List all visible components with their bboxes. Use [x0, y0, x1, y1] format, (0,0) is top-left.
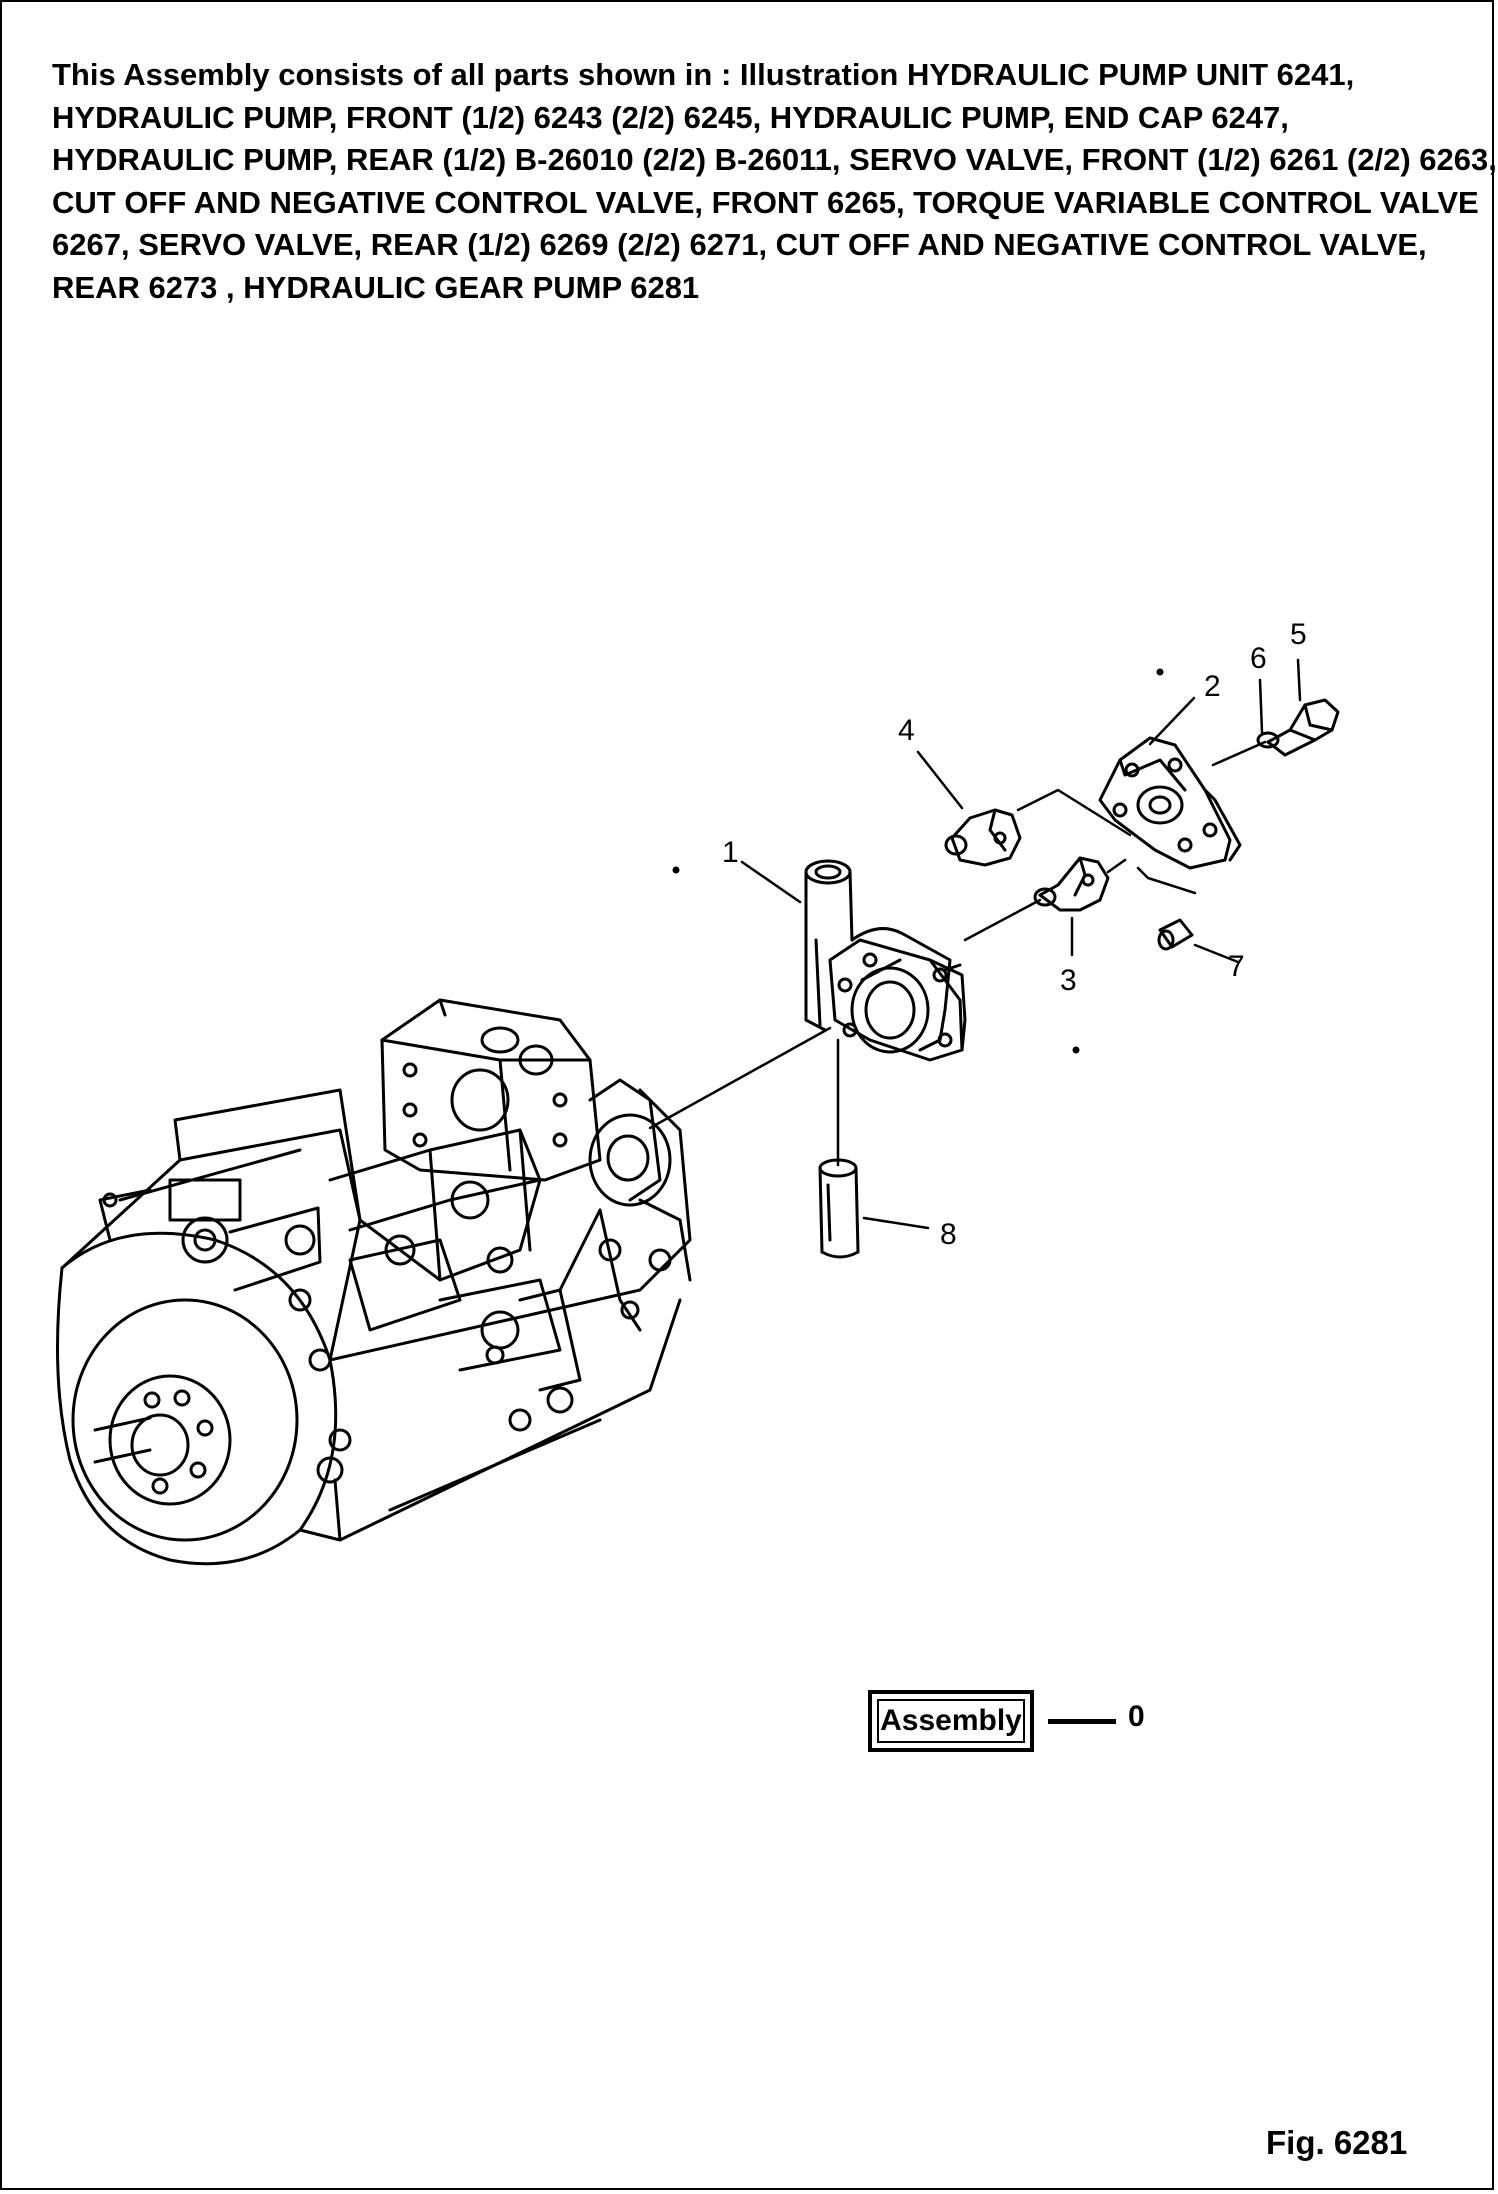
assembly-lines [648, 658, 1302, 1230]
stray-dot [1072, 1046, 1080, 1054]
part-8-sleeve [818, 1158, 860, 1259]
description-line-3: HYDRAULIC PUMP, REAR (1/2) B-26010 (2/2)… [52, 142, 1497, 177]
assembly-legend-number: 0 [1128, 1700, 1145, 1733]
assembly-legend-label: Assembly [877, 1699, 1025, 1743]
callout-4: 4 [898, 714, 915, 747]
part-5-bolt [1266, 698, 1340, 757]
description-line-1: This Assembly consists of all parts show… [52, 57, 1355, 92]
assembly-legend-leader [1048, 1719, 1116, 1724]
callout-7: 7 [1228, 950, 1245, 983]
callout-8: 8 [940, 1218, 957, 1251]
callout-3: 3 [1060, 964, 1077, 997]
part-6-washer [1256, 731, 1280, 749]
part-3-gear [1033, 856, 1110, 912]
stray-dot [672, 866, 680, 874]
callout-6: 6 [1250, 642, 1267, 675]
description-line-4: CUT OFF AND NEGATIVE CONTROL VALVE, FRON… [52, 184, 1479, 220]
part-7-pin [1157, 918, 1194, 951]
assembly-legend-box: Assembly [868, 1690, 1034, 1752]
hydraulic-pump-unit [56, 998, 692, 1566]
figure-number: Fig. 6281 [1266, 2124, 1408, 2161]
stray-dot [1156, 668, 1164, 676]
callout-5: 5 [1290, 618, 1307, 651]
part-1-gear-pump-case [804, 859, 967, 1062]
description-line-6: REAR 6273 , HYDRAULIC GEAR PUMP 6281 [52, 269, 700, 305]
description-line-2: HYDRAULIC PUMP, FRONT (1/2) 6243 (2/2) 6… [52, 99, 1289, 135]
callout-2: 2 [1204, 670, 1221, 703]
callout-1: 1 [722, 836, 739, 869]
description-line-5: 6267, SERVO VALVE, REAR (1/2) 6269 (2/2)… [52, 227, 1427, 262]
assembly-description: This Assembly consists of all parts show… [52, 54, 1497, 309]
part-4-gear [944, 808, 1022, 867]
part-2-flange-cover [1098, 736, 1242, 870]
